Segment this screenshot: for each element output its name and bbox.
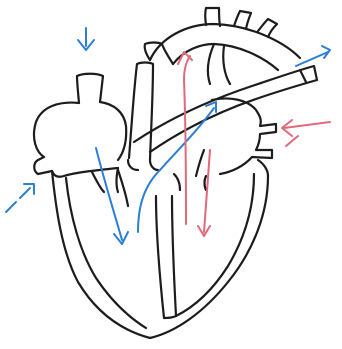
pulmonary-vein-arrow: [284, 122, 330, 128]
lv-to-aorta-arrowhead: [178, 52, 192, 64]
right-ventricle-inner: [66, 178, 146, 328]
ra-to-rv-arrow: [96, 148, 122, 240]
interventricular-septum: [156, 196, 176, 318]
rv-to-pa-arrow: [138, 108, 214, 232]
left-atrium-inner: [196, 150, 204, 176]
heart-body-left: [52, 160, 268, 338]
heart-outline: [34, 8, 317, 338]
pulmonary-artery-opening: [300, 70, 306, 82]
ascending-aorta: [129, 63, 153, 161]
deoxygenated-flow-arrows: [6, 28, 330, 244]
right-atrium-septum: [100, 102, 126, 160]
mitral-valve-left: [174, 174, 180, 190]
pulmonary-artery-branch: [208, 44, 230, 84]
ivc-arrow: [6, 188, 30, 212]
pulmonary-artery-tube: [134, 66, 317, 152]
right-atrium-wall: [34, 103, 118, 177]
superior-vena-cava: [77, 74, 103, 103]
la-to-lv-arrow: [204, 150, 210, 232]
right-ventricle-trabecula: [118, 170, 128, 206]
pulmonary-vein-arrow-2: [286, 136, 298, 146]
mitral-valve-right: [205, 176, 207, 190]
pa-exit-arrow: [296, 52, 328, 66]
oxygenated-flow-arrows: [178, 52, 330, 236]
pulmonary-arch-outer: [150, 24, 300, 60]
left-ventricle-inner: [176, 174, 254, 316]
pulmonary-valve: [128, 160, 158, 170]
left-atrium-wall: [212, 98, 276, 174]
